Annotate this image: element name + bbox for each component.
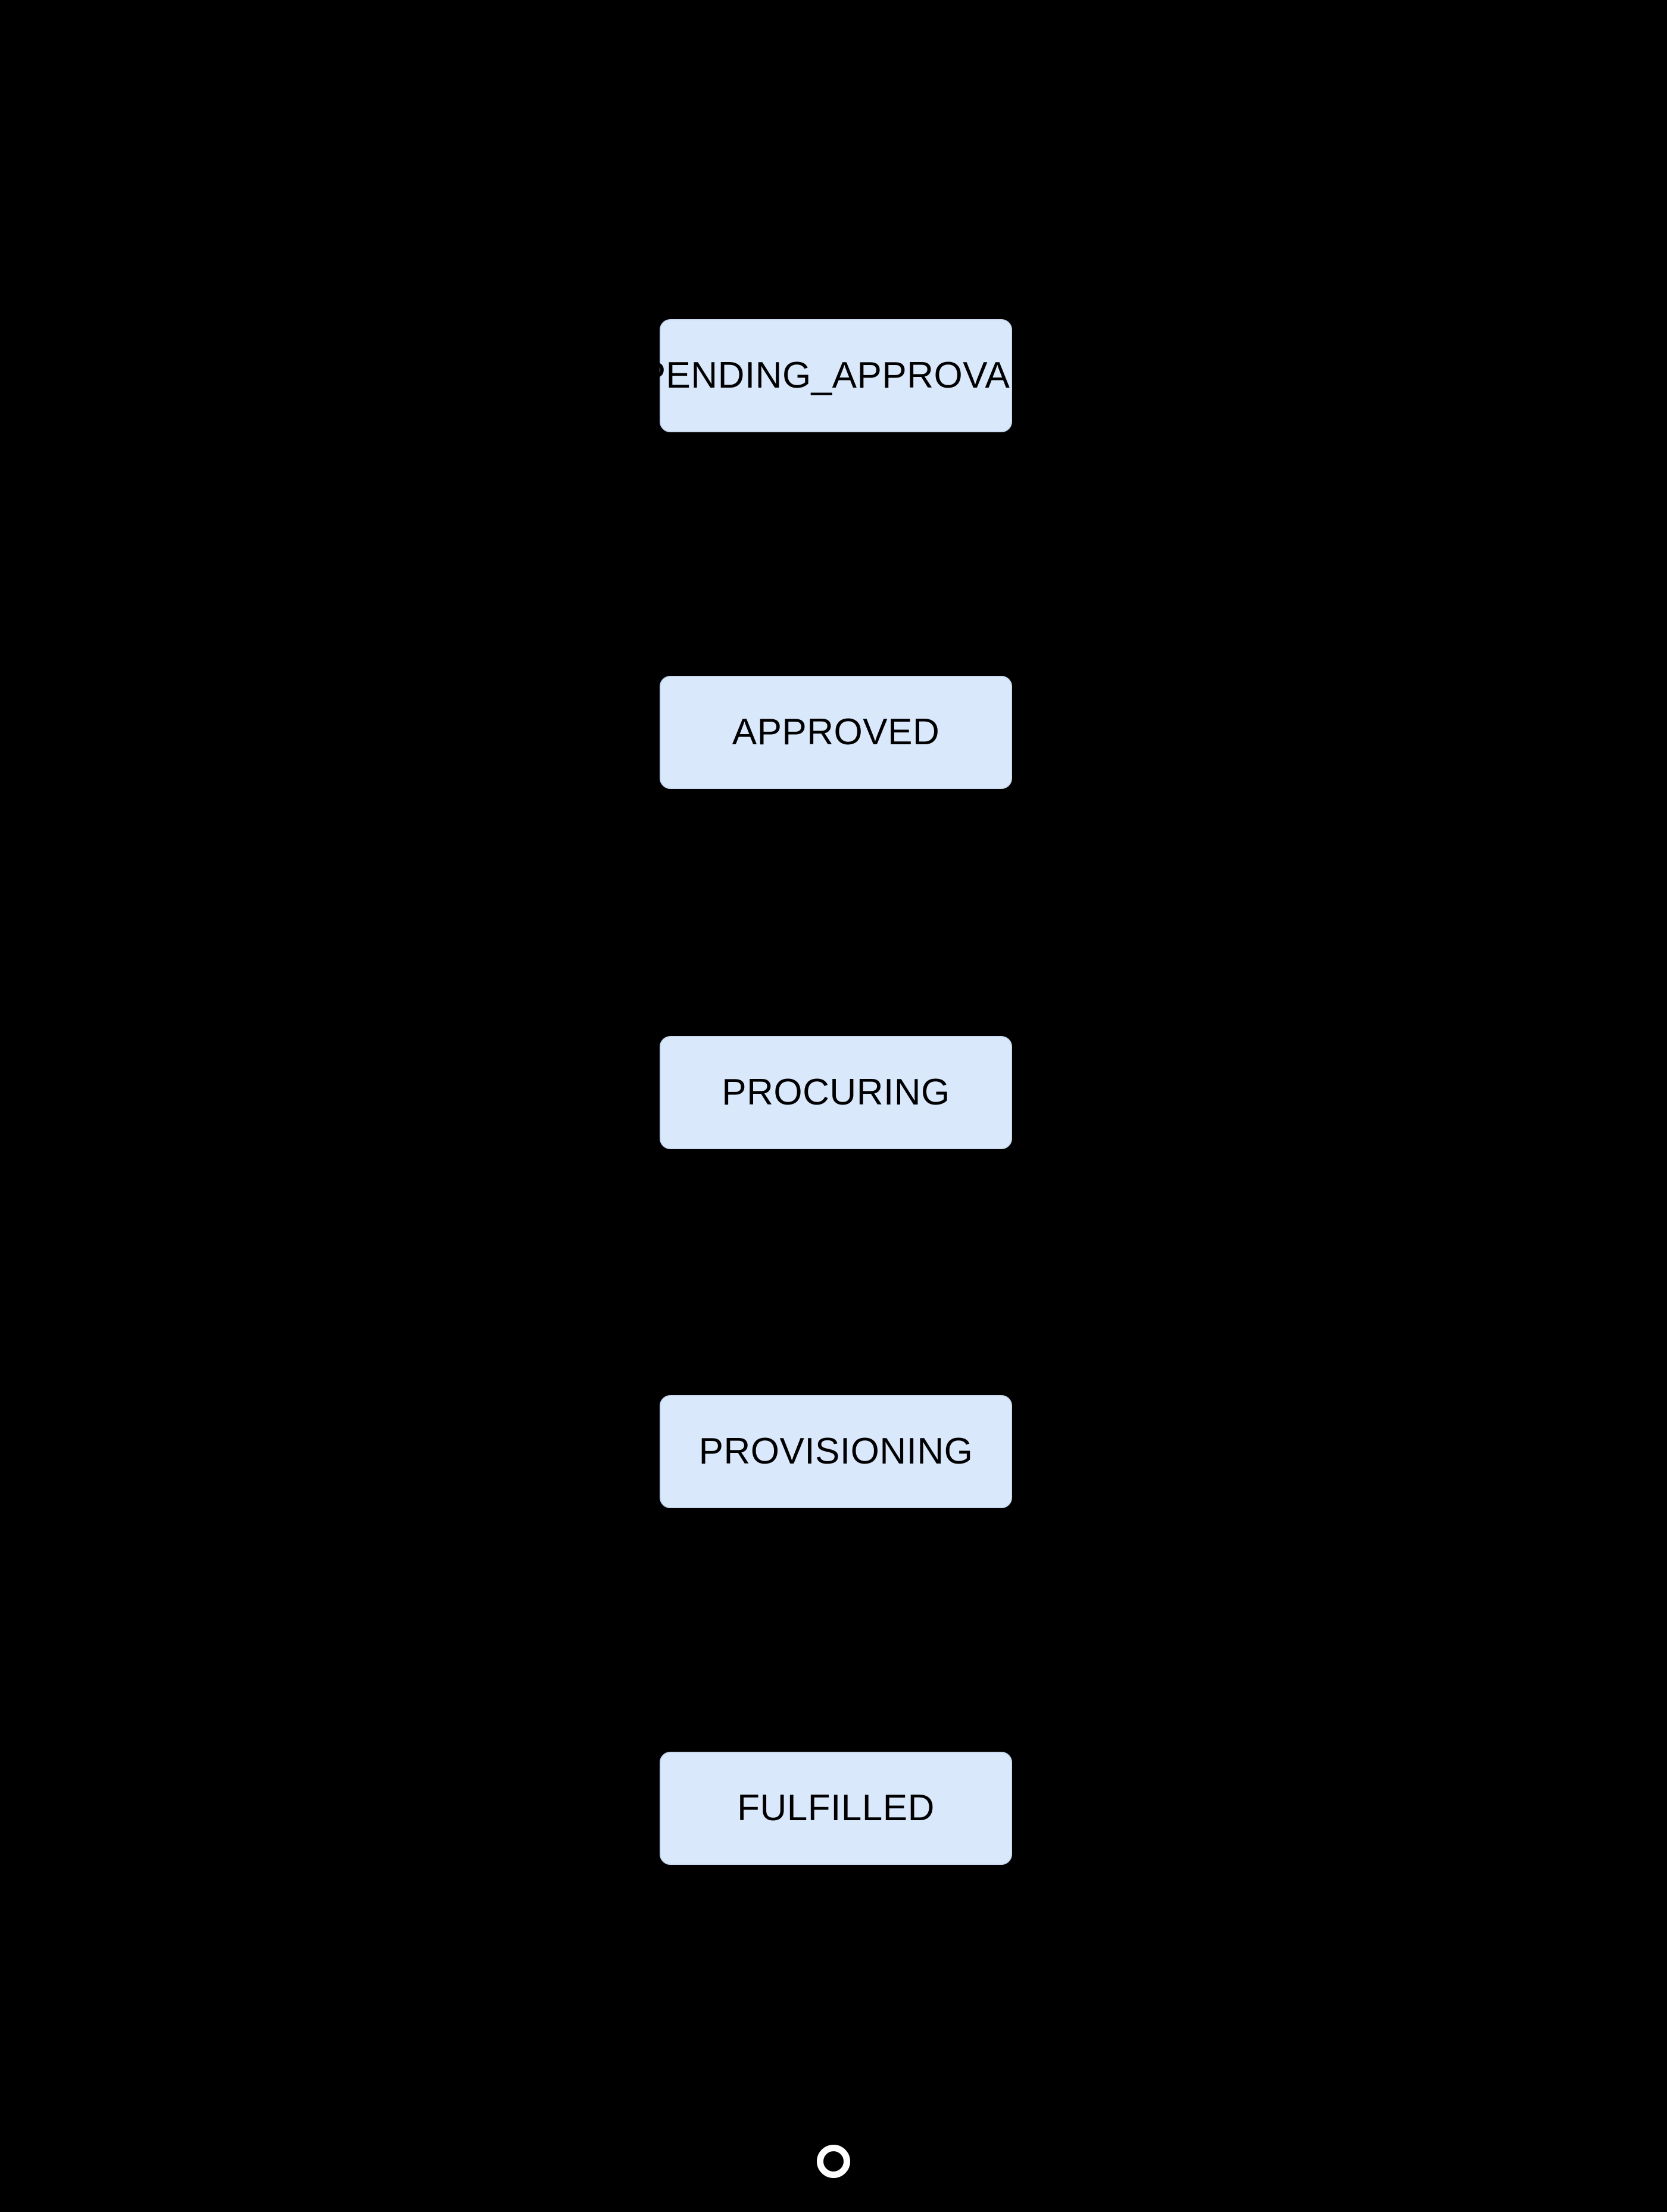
state-label-procuring: PROCURING [722, 1072, 950, 1113]
state-label-pending-approval: PENDING_APPROVAL [641, 355, 1031, 396]
edge-fulfilled-to-end [835, 1865, 837, 2145]
state-node-provisioning[interactable]: PROVISIONING [660, 1395, 1012, 1508]
state-label-approved: APPROVED [732, 712, 940, 753]
edge-approved-to-procuring [835, 789, 837, 1036]
end-state-circle-icon[interactable] [817, 2145, 850, 2178]
state-label-provisioning: PROVISIONING [698, 1431, 973, 1472]
state-node-procuring[interactable]: PROCURING [660, 1036, 1012, 1149]
edge-procuring-to-provisioning [835, 1149, 837, 1395]
edge-provisioning-to-fulfilled [835, 1508, 837, 1752]
state-node-fulfilled[interactable]: FULFILLED [660, 1752, 1012, 1865]
state-node-approved[interactable]: APPROVED [660, 676, 1012, 789]
state-node-pending-approval[interactable]: PENDING_APPROVAL [641, 319, 1031, 432]
edge-pending-approval-to-approved [835, 432, 837, 676]
state-label-fulfilled: FULFILLED [737, 1787, 935, 1829]
